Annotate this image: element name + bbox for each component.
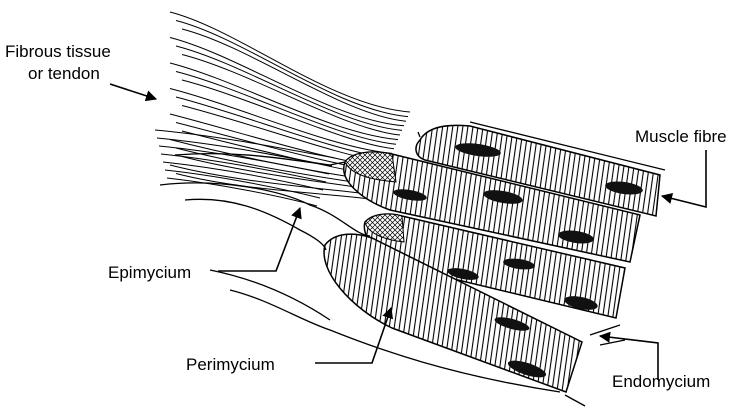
tendon-strand <box>170 63 398 140</box>
label-epimycium: Epimycium <box>108 263 191 282</box>
label-fibrous-tissue-line2: or tendon <box>28 64 100 83</box>
label-perimycium: Perimycium <box>186 355 275 374</box>
fibrous-tissue-pointer <box>110 84 156 99</box>
muscle-fibres <box>324 125 660 392</box>
tendon-strand <box>176 21 408 117</box>
muscle-fibre-pointer <box>662 150 706 207</box>
label-fibrous-tissue: Fibrous tissue <box>5 42 111 61</box>
epimycium-pointer <box>218 208 300 271</box>
tendon-strand <box>182 29 406 121</box>
label-endomycium: Endomycium <box>612 372 710 391</box>
label-muscle-fibre: Muscle fibre <box>635 127 727 146</box>
